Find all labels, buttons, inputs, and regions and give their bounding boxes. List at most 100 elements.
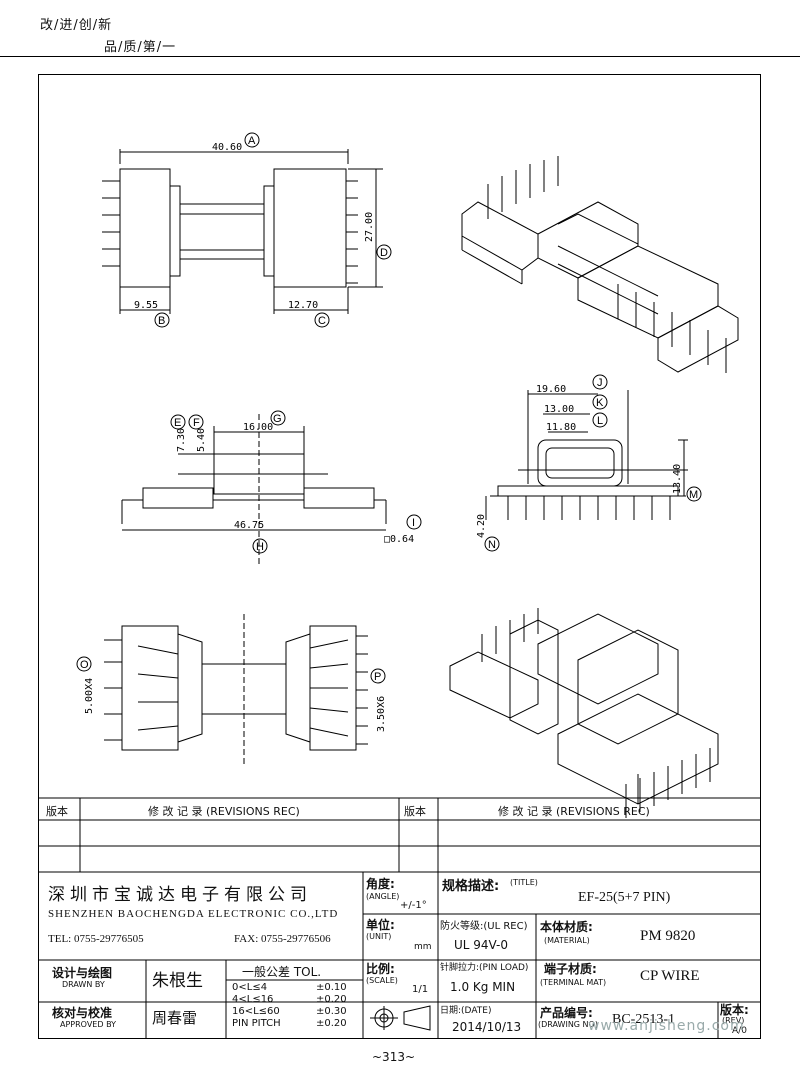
tolerance-title: 一般公差 TOL. — [242, 965, 322, 979]
dim-l: 11.80 — [546, 422, 576, 433]
approved-by-label-en: APPROVED BY — [60, 1020, 117, 1029]
company-name-en: SHENZHEN BAOCHENGDA ELECTRONIC CO.,LTD — [48, 908, 339, 920]
unit-label-en: (UNIT) — [366, 932, 392, 941]
revision-label-en: (REV) — [722, 1016, 745, 1025]
material-value: PM 9820 — [640, 928, 696, 944]
title-value: EF-25(5+7 PIN) — [578, 890, 671, 905]
balloon-b: B — [158, 315, 165, 327]
drawn-by-value: 朱根生 — [152, 971, 203, 991]
slogan-line-1: 改/进/创/新 — [40, 18, 113, 33]
material-label: 本体材质: — [540, 920, 593, 934]
angle-label-en: (ANGLE) — [366, 892, 400, 901]
approved-by-value: 周春雷 — [152, 1009, 198, 1027]
balloon-f: F — [193, 417, 200, 429]
title-label: 规格描述: — [442, 879, 500, 894]
rev-right-header: 版本 — [404, 805, 426, 818]
title-label-en: (TITLE) — [510, 878, 538, 887]
tol-value-4: ±0.20 — [316, 1018, 347, 1029]
drawn-by-label-en: DRAWN BY — [62, 980, 105, 989]
balloon-j: J — [597, 377, 603, 389]
tol-range-3: 16<L≤60 — [232, 1006, 280, 1017]
dim-n: 4.20 — [476, 514, 487, 538]
page-number: ~313~ — [372, 1050, 416, 1064]
balloon-e: E — [174, 417, 181, 429]
revision-value: A/0 — [732, 1026, 747, 1036]
scale-value: 1/1 — [412, 984, 429, 995]
balloon-c: C — [318, 315, 326, 327]
bottom-view: O 5.00X4 P 3.50X6 — [76, 614, 387, 764]
top-view: 40.60 A 27.00 D 9.55 B — [102, 132, 392, 328]
material-label-en: (MATERIAL) — [544, 936, 590, 945]
technical-drawing: 40.60 A 27.00 D 9.55 B — [38, 132, 761, 1039]
header-rule — [0, 56, 800, 57]
tolerance-values: ±0.10 ±0.20 ±0.30 ±0.20 — [316, 982, 347, 1030]
pin-load-value: 1.0 Kg MIN — [450, 980, 516, 994]
drawing-no-label-en: (DRAWING NO) — [538, 1020, 598, 1029]
terminal-label: 端子材质: — [544, 962, 597, 976]
dim-h: 46.75 — [234, 520, 264, 531]
drawing-frame — [38, 74, 761, 1039]
rev-left-title: 修 改 记 录 (REVISIONS REC) — [148, 805, 300, 818]
terminal-value: CP WIRE — [640, 968, 700, 984]
rev-right-title: 修 改 记 录 (REVISIONS REC) — [498, 805, 650, 818]
side-view: E F G 7.30 5.40 16.00 46.75 H I □0.64 — [121, 410, 422, 564]
balloon-p: P — [374, 671, 381, 683]
drawing-no-label: 产品编号: — [540, 1006, 593, 1020]
end-view: J K L 19.60 13.00 11.80 13.40 M 4.20 N — [476, 374, 702, 552]
dim-b: 9.55 — [134, 300, 158, 311]
balloon-d: D — [380, 247, 388, 259]
title-block-grid — [38, 872, 761, 1039]
dim-d: 27.00 — [364, 212, 375, 242]
balloon-h: H — [256, 541, 264, 553]
revisions-table — [38, 797, 761, 873]
drawing-no-value: BC-2513-1 — [612, 1012, 675, 1027]
balloon-i: I — [412, 517, 415, 529]
terminal-label-en: (TERMINAL MAT) — [540, 978, 607, 987]
tol-range-1: 0<L≤4 — [232, 982, 268, 993]
unit-value: mm — [414, 942, 432, 952]
slogan-line-2: 品/质/第/一 — [104, 40, 177, 55]
tol-range-4: PIN PITCH — [232, 1018, 281, 1029]
dim-k: 13.00 — [544, 404, 574, 415]
angle-label: 角度: — [366, 877, 395, 891]
unit-label: 单位: — [366, 918, 395, 932]
dim-g: 16.00 — [243, 422, 273, 433]
approved-by-label: 核对与校准 — [52, 1006, 113, 1020]
date-value: 2014/10/13 — [452, 1020, 522, 1034]
rev-left-header: 版本 — [46, 805, 68, 818]
pin-load-label: 针脚拉力:(PIN LOAD) — [440, 963, 529, 973]
company-fax: FAX: 0755-29776506 — [234, 933, 331, 945]
drawn-by-label: 设计与绘图 — [52, 966, 113, 980]
ul-value: UL 94V-0 — [454, 938, 509, 952]
company-name-cn: 深圳市宝诚达电子有限公司 — [48, 885, 312, 905]
dim-p: 3.50X6 — [376, 696, 387, 732]
isometric-view-top — [461, 156, 739, 373]
isometric-view-bottom — [449, 608, 719, 818]
dim-a: 40.60 — [212, 142, 242, 153]
balloon-n: N — [488, 539, 496, 551]
balloon-o: O — [80, 659, 89, 671]
balloon-k: K — [596, 397, 604, 409]
balloon-g: G — [273, 413, 282, 425]
dim-e: 7.30 — [176, 428, 187, 452]
dim-f: 5.40 — [196, 428, 207, 452]
company-tel: TEL: 0755-29776505 — [48, 933, 144, 945]
tolerance-ranges: 0<L≤4 4<L≤16 16<L≤60 PIN PITCH — [232, 982, 281, 1030]
dim-c: 12.70 — [288, 300, 318, 311]
dim-m: 13.40 — [672, 464, 683, 494]
scale-label-en: (SCALE) — [366, 976, 398, 985]
tol-value-2: ±0.20 — [316, 994, 347, 1005]
watermark: www.anjisheng.com — [588, 1018, 745, 1034]
balloon-m: M — [689, 489, 698, 501]
angle-value: +/-1° — [400, 900, 427, 911]
balloon-l: L — [597, 415, 603, 427]
date-label: 日期:(DATE) — [440, 1006, 492, 1016]
ul-label: 防火等级:(UL REC) — [440, 921, 528, 932]
balloon-a: A — [248, 135, 256, 147]
tol-value-3: ±0.30 — [316, 1006, 347, 1017]
dim-o: 5.00X4 — [84, 678, 95, 714]
tol-range-2: 4<L≤16 — [232, 994, 274, 1005]
dim-j: 19.60 — [536, 384, 566, 395]
revision-label: 版本: — [720, 1003, 749, 1017]
dim-i: □0.64 — [384, 534, 414, 545]
